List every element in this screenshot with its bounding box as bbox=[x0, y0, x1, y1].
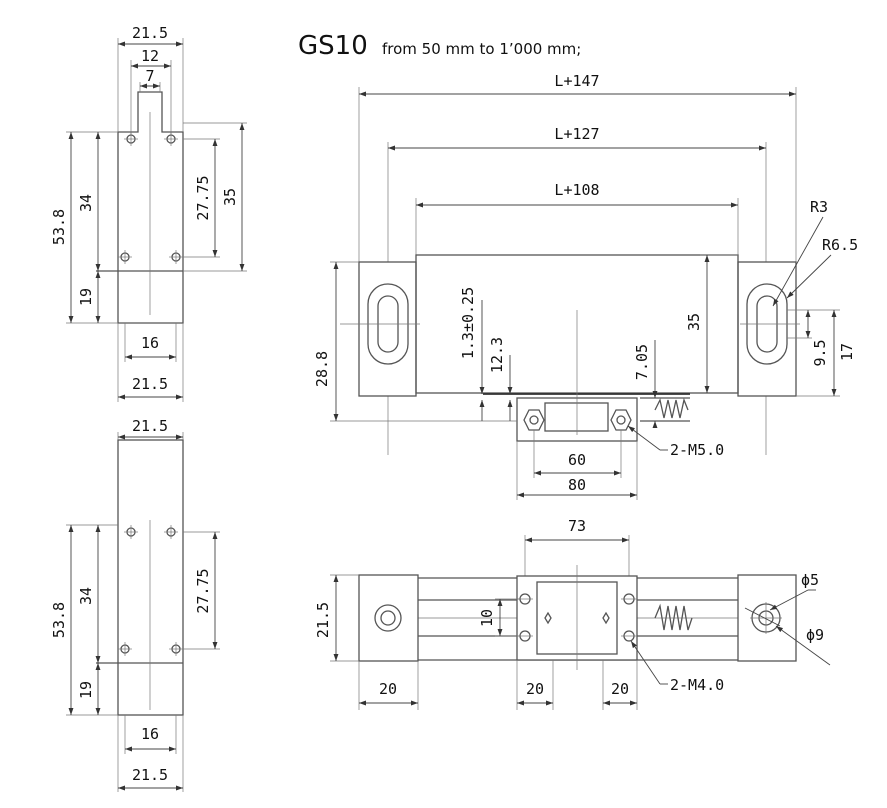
dim-height-34-2: 34 bbox=[77, 587, 95, 605]
dim-width-bottom-2: 21.5 bbox=[132, 766, 168, 784]
top-view: 73 2 bbox=[314, 517, 831, 710]
dim-top-height-21-5: 21.5 bbox=[314, 602, 332, 638]
dim-width-right-20: 20 bbox=[611, 680, 629, 698]
dim-height-35: 35 bbox=[221, 188, 239, 206]
dim-spacing-60: 60 bbox=[568, 451, 586, 469]
top-screw-label: 2-M4.0 bbox=[670, 676, 724, 694]
dim-overall-length: L+147 bbox=[554, 72, 599, 90]
dim-width-mid-20: 20 bbox=[526, 680, 544, 698]
dim-height-19: 19 bbox=[77, 288, 95, 306]
front-screw-label: 2-M5.0 bbox=[670, 441, 724, 459]
dim-bottom-16: 16 bbox=[141, 334, 159, 352]
dim-offset-12-3: 12.3 bbox=[488, 337, 506, 373]
side-view-top-outline bbox=[117, 91, 184, 324]
dim-bottom-16-2: 16 bbox=[141, 725, 159, 743]
dim-r3: R3 bbox=[810, 198, 828, 216]
dim-r6-5: R6.5 bbox=[822, 236, 858, 254]
dim-height-28-8: 28.8 bbox=[313, 351, 331, 387]
dim-height-34: 34 bbox=[77, 194, 95, 212]
dim-slot-9-5: 9.5 bbox=[811, 339, 829, 366]
top-left-hole-inner bbox=[380, 610, 396, 626]
dim-hole-spacing: 27.75 bbox=[194, 175, 212, 220]
dim-width-top-2: 21.5 bbox=[132, 417, 168, 435]
dim-height-19-2: 19 bbox=[77, 681, 95, 699]
top-spring bbox=[654, 603, 693, 631]
dim-width-left-20: 20 bbox=[379, 680, 397, 698]
top-head-holes bbox=[517, 593, 637, 642]
title-block: GS10 from 50 mm to 1’000 mm; bbox=[298, 31, 581, 61]
dim-slot-17: 17 bbox=[838, 343, 856, 361]
front-spring bbox=[654, 397, 689, 419]
dim-spacing-73: 73 bbox=[568, 517, 586, 535]
dim-offset-7-05: 7.05 bbox=[633, 344, 651, 380]
front-reading-head-slot bbox=[544, 402, 609, 432]
dim-width-top: 21.5 bbox=[132, 24, 168, 42]
front-view: L+147 L+127 L+108 bbox=[313, 72, 858, 500]
dim-slot-inner: 7 bbox=[145, 67, 154, 85]
dim-total-height-2: 53.8 bbox=[50, 602, 68, 638]
model-title: GS10 bbox=[298, 31, 368, 61]
top-left-end-block bbox=[358, 574, 419, 662]
dim-spacing-80: 80 bbox=[568, 476, 586, 494]
dim-width-bottom: 21.5 bbox=[132, 375, 168, 393]
front-screws bbox=[523, 409, 632, 431]
top-left-hole-outer bbox=[374, 604, 402, 632]
dim-slot-width: 12 bbox=[141, 47, 159, 65]
dim-hole-span: L+127 bbox=[554, 125, 599, 143]
side-view-bottom: 21.5 53.8 34 19 27.75 16 21.5 bbox=[50, 417, 220, 792]
dim-hole-spacing-2: 27.75 bbox=[194, 568, 212, 613]
dim-spacing-10: 10 bbox=[478, 609, 496, 627]
dim-dia-5: ϕ5 bbox=[801, 571, 819, 589]
dim-body-length: L+108 bbox=[554, 181, 599, 199]
dim-tolerance: 1.3±0.25 bbox=[459, 287, 477, 359]
side-view-top: 21.5 12 7 53.8 34 19 27.75 35 16 21.5 bbox=[50, 24, 247, 402]
side-view-top-holes bbox=[118, 132, 183, 264]
range-subtitle: from 50 mm to 1’000 mm; bbox=[382, 40, 581, 58]
dim-dia-9: ϕ9 bbox=[806, 626, 824, 644]
side-view-bottom-holes bbox=[118, 525, 183, 656]
dim-total-height: 53.8 bbox=[50, 209, 68, 245]
side-view-bottom-outline bbox=[117, 439, 184, 716]
dim-front-height-35: 35 bbox=[685, 313, 703, 331]
